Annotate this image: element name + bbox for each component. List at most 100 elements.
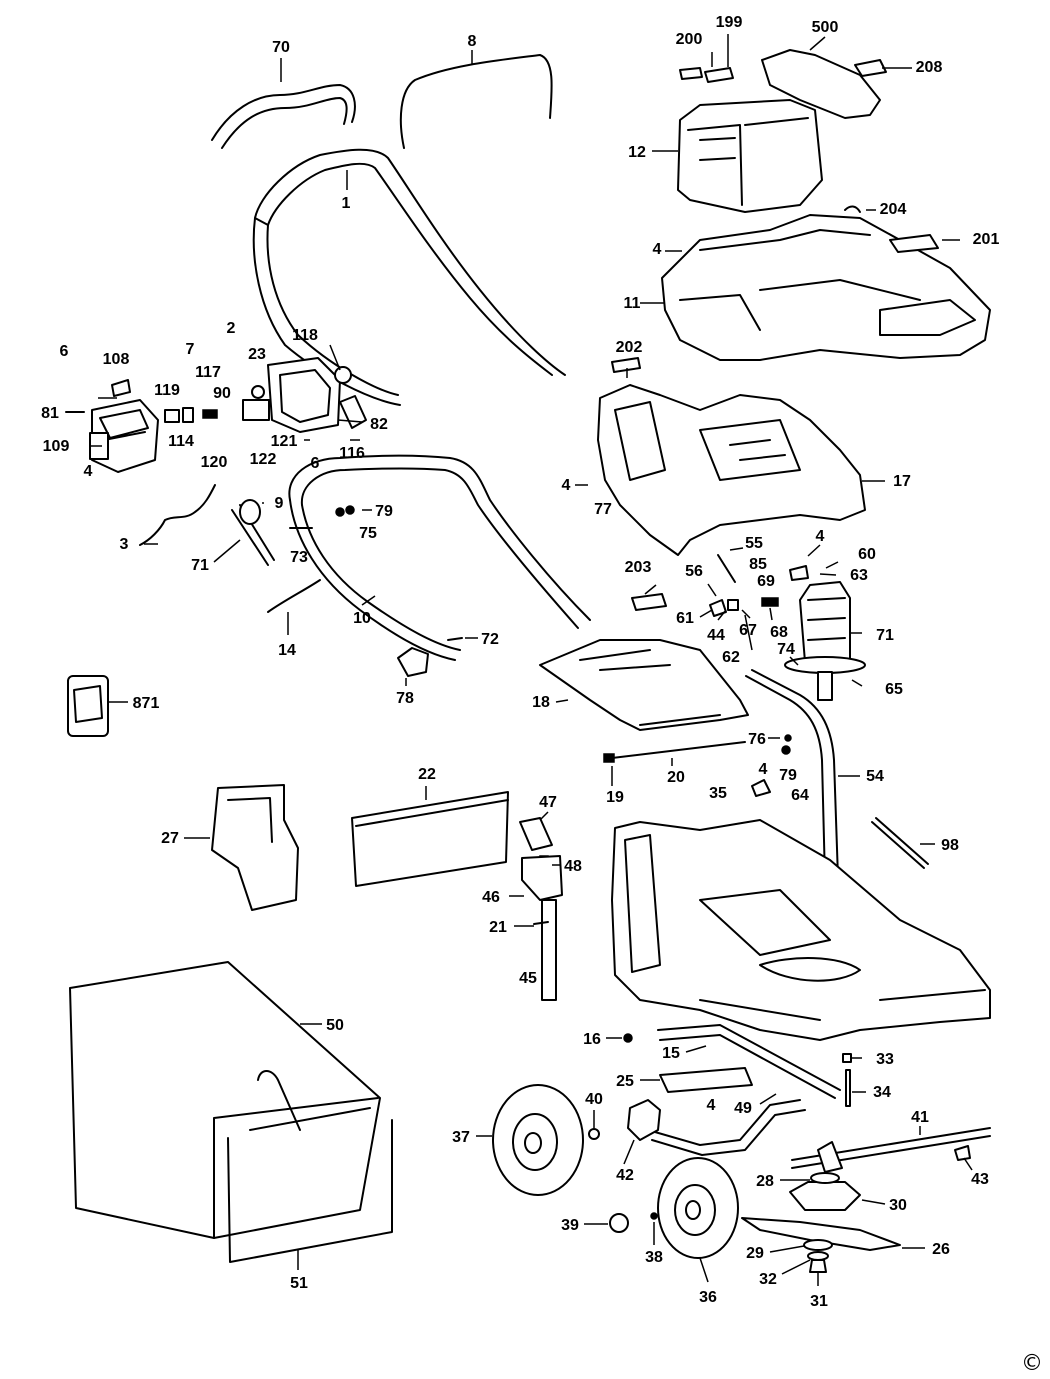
callout-81: 81 [41,405,59,422]
callout-119: 119 [154,382,180,399]
part-204-clip [844,205,861,213]
part-51-frame [227,1070,393,1263]
callout-4a: 4 [84,463,93,480]
callout-67: 67 [739,622,757,639]
callout-73: 73 [290,549,308,566]
part-17-housing [597,384,866,556]
part-119 [164,409,180,423]
callout-121: 121 [271,433,298,450]
callout-98: 98 [941,837,959,854]
callout-76: 76 [748,731,766,748]
callout-199: 199 [716,14,743,31]
callout-201: 201 [973,231,1000,248]
callout-116: 116 [339,445,365,462]
part-36-wheel-hub [674,1184,716,1236]
part-65-shaft [817,671,833,701]
part-108-label [111,379,131,397]
part-28 [810,1172,840,1184]
callout-65: 65 [885,681,903,698]
callout-200: 200 [676,31,703,48]
part-79b [781,745,791,755]
callout-3: 3 [120,536,129,553]
part-62-part [727,599,739,611]
callout-34: 34 [873,1084,891,1101]
part-60-part [789,565,809,581]
callout-62: 62 [722,649,740,666]
part-21-screw [533,921,549,925]
callout-21: 21 [489,919,507,936]
part-12-battery-detail [687,117,809,206]
callout-64: 64 [791,787,809,804]
callout-45: 45 [519,970,537,987]
callout-42: 42 [616,1167,634,1184]
callout-109: 109 [43,438,70,455]
callout-35: 35 [709,785,727,802]
deck-chassis-detail [624,834,986,1021]
callout-78: 78 [396,690,414,707]
callout-54: 54 [866,768,884,785]
part-3-wire [139,484,216,546]
part-18-guard-detail [579,649,721,726]
callout-20: 20 [667,769,685,786]
callout-44: 44 [707,627,725,644]
callout-22: 22 [418,766,436,783]
callout-31: 31 [810,1293,828,1310]
callout-4b: 4 [653,241,662,258]
callout-14: 14 [278,642,296,659]
part-41-bracket [817,1141,843,1173]
part-42-bracket [627,1099,661,1141]
callout-25: 25 [616,1073,634,1090]
part-10-handle [288,454,591,629]
part-26-blade [741,1217,901,1251]
part-68-spring [761,597,779,607]
part-85-lever [717,554,736,583]
part-116 [339,395,367,429]
callout-17: 17 [893,473,911,490]
callout-39: 39 [561,1217,579,1234]
callout-118: 118 [292,327,318,344]
part-7 [182,407,194,423]
callout-40: 40 [585,1091,603,1108]
callout-71a: 71 [191,557,209,574]
callout-82: 82 [370,416,388,433]
callout-38: 38 [645,1249,663,1266]
callout-77: 77 [594,501,612,518]
callout-27: 27 [161,830,179,847]
part-25-plate [659,1067,753,1093]
part-54-frame [745,669,839,881]
callout-69: 69 [757,573,775,590]
part-27-chute-detail [227,797,273,843]
callout-117: 117 [195,364,221,381]
part-2 [242,399,270,421]
callout-75: 75 [359,525,377,542]
part-71-motor-detail [807,597,846,641]
callout-51: 51 [290,1275,308,1292]
callout-37: 37 [452,1129,470,1146]
callout-90: 90 [213,385,231,402]
callout-4e: 4 [759,761,768,778]
part-78-knob [397,647,429,677]
part-76 [784,734,792,742]
callout-500: 500 [812,19,839,36]
callout-74: 74 [777,641,795,658]
part-20-rod [611,741,746,759]
part-drawings [65,49,991,1273]
part-61-part [709,599,727,617]
part-10-handle-leg [289,499,461,661]
callout-68: 68 [770,624,788,641]
part-23 [251,385,265,399]
part-12-battery [677,99,823,213]
part-72-screw [447,637,463,641]
leader-lines [90,34,973,1286]
part-871-charger-detail [73,685,103,723]
part-29 [803,1239,833,1251]
callout-108: 108 [103,351,130,368]
part-45 [541,899,557,1001]
callout-41: 41 [911,1109,929,1126]
part-33 [842,1053,852,1063]
callout-7: 7 [186,341,195,358]
part-47 [519,817,553,851]
part-79a [345,505,355,515]
part-32 [807,1251,829,1261]
